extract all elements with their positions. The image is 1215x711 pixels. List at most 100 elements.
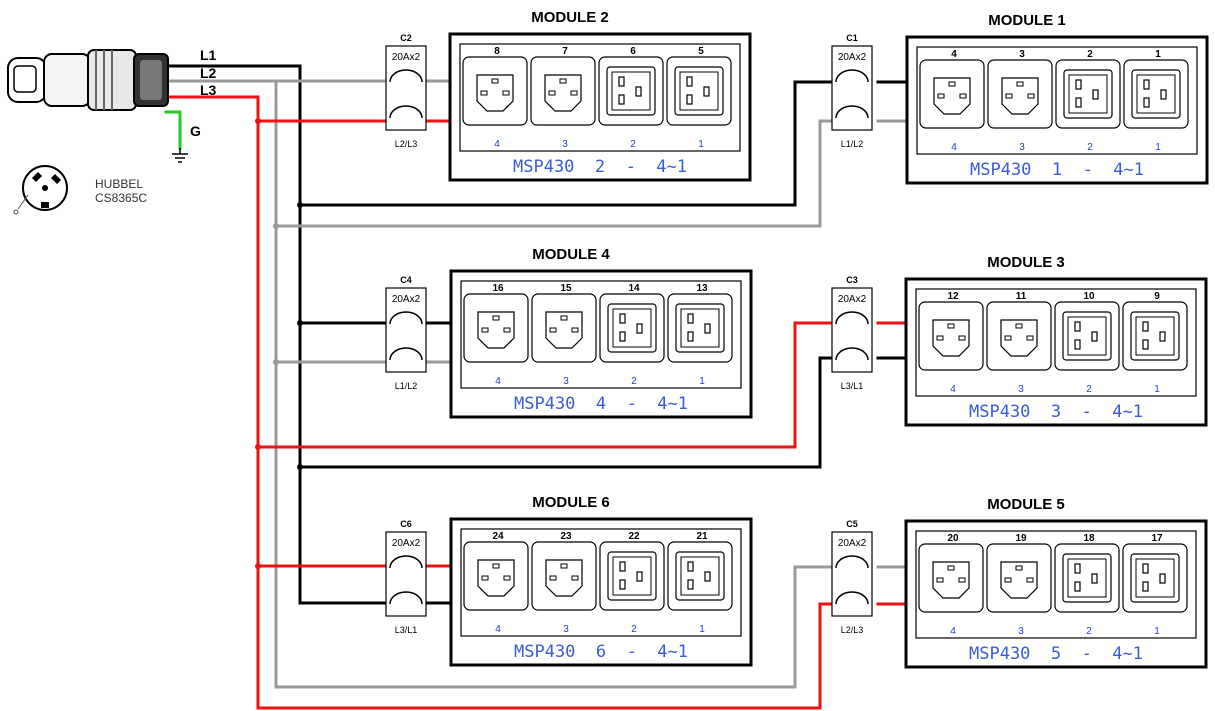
outlet-position: 2 xyxy=(1086,626,1092,637)
outlet-position: 4 xyxy=(494,139,500,150)
outlet-position: 2 xyxy=(1087,142,1093,153)
module-enclosure xyxy=(449,269,753,419)
msp-label: MSP430 1 - 4~1 xyxy=(970,160,1144,180)
breaker-name: C5 xyxy=(846,519,858,529)
module-title: MODULE 3 xyxy=(987,254,1065,271)
outlet-number: 3 xyxy=(1019,49,1025,60)
outlet-2: 22 xyxy=(1055,49,1121,153)
outlet-22: 222 xyxy=(599,531,665,635)
breaker-name: C6 xyxy=(400,519,412,529)
module-title: MODULE 4 xyxy=(532,246,610,263)
outlet-position: 4 xyxy=(950,384,956,395)
breaker-name: C4 xyxy=(400,275,412,285)
plug-model-line2: CS8365C xyxy=(95,191,147,205)
msp-label: MSP430 3 - 4~1 xyxy=(969,402,1143,422)
outlet-position: 1 xyxy=(699,624,705,635)
breaker-contact-icon xyxy=(835,311,869,325)
module-enclosure xyxy=(905,35,1209,185)
breaker-phases: L2/L3 xyxy=(841,625,864,635)
outlet-number: 4 xyxy=(951,49,957,60)
module-enclosure xyxy=(449,517,753,667)
breaker-rating: 20Ax2 xyxy=(838,52,867,63)
outlet-number: 6 xyxy=(630,46,636,57)
outlet-position: 3 xyxy=(1019,142,1025,153)
outlet-position: 2 xyxy=(631,376,637,387)
outlet-1: 11 xyxy=(1123,49,1189,153)
breaker-rating: 20Ax2 xyxy=(392,538,421,549)
breaker-contact-icon xyxy=(835,591,869,605)
outlet-13: 13 1 xyxy=(667,283,733,387)
breaker-rating: 20Ax2 xyxy=(838,538,867,549)
outlet-5: 51 xyxy=(666,46,732,150)
breaker-rating: 20Ax2 xyxy=(838,294,867,305)
outlet-12: 12 4 xyxy=(918,291,984,395)
outlet-number: 14 xyxy=(628,283,640,294)
outlet-position: 1 xyxy=(1154,626,1160,637)
outlet-number: 16 xyxy=(492,283,504,294)
l3-bus-wire xyxy=(168,95,834,710)
outlet-17: 17 1 xyxy=(1122,533,1188,637)
msp-label: MSP430 2 - 4~1 xyxy=(513,157,687,177)
junction-dots xyxy=(255,118,303,569)
outlet-number: 1 xyxy=(1155,49,1161,60)
module-enclosure xyxy=(904,519,1208,669)
outlet-number: 15 xyxy=(560,283,572,294)
msp-label: MSP430 6 - 4~1 xyxy=(514,642,688,662)
outlet-number: 17 xyxy=(1151,533,1163,544)
outlet-number: 9 xyxy=(1154,291,1160,302)
outlet-number: 22 xyxy=(628,531,640,542)
module-title: MODULE 5 xyxy=(987,496,1065,513)
outlet-number: 7 xyxy=(562,46,568,57)
plug-model-line1: HUBBEL xyxy=(95,177,143,191)
module-title: MODULE 2 xyxy=(531,9,609,26)
outlet-number: 24 xyxy=(492,531,504,542)
outlet-number: 12 xyxy=(947,291,959,302)
breaker-contact-icon xyxy=(389,591,423,605)
outlet-position: 4 xyxy=(950,626,956,637)
l3-label: L3 xyxy=(200,82,217,98)
outlet-16: 164 xyxy=(463,283,529,387)
breaker-contact-icon xyxy=(389,69,423,83)
breaker-contact-icon xyxy=(389,555,423,569)
outlet-15: 153 xyxy=(531,283,597,387)
breaker-phases: L2/L3 xyxy=(395,139,418,149)
outlet-position: 4 xyxy=(951,142,957,153)
outlet-18: 18 2 xyxy=(1054,533,1120,637)
outlet-24: 244 xyxy=(463,531,529,635)
plug-face-icon xyxy=(13,165,68,215)
outlet-number: 20 xyxy=(947,533,959,544)
module-enclosure xyxy=(448,32,752,182)
outlet-position: 3 xyxy=(1018,626,1024,637)
breaker-contact-icon xyxy=(389,347,423,361)
outlet-number: 19 xyxy=(1015,533,1027,544)
breaker-name: C2 xyxy=(400,33,412,43)
outlet-position: 3 xyxy=(562,139,568,150)
outlet-position: 2 xyxy=(1086,384,1092,395)
outlet-position: 2 xyxy=(631,624,637,635)
outlet-position: 1 xyxy=(699,376,705,387)
outlet-number: 13 xyxy=(696,283,708,294)
outlet-position: 1 xyxy=(1154,384,1160,395)
wiring xyxy=(164,64,908,710)
outlet-10: 10 2 xyxy=(1054,291,1120,395)
outlet-number: 18 xyxy=(1083,533,1095,544)
outlet-8: 84 xyxy=(462,46,528,150)
breaker-contact-icon xyxy=(389,105,423,119)
breaker-contact-icon xyxy=(835,347,869,361)
breaker-phases: L1/L2 xyxy=(395,381,418,391)
outlet-number: 10 xyxy=(1083,291,1095,302)
outlet-position: 3 xyxy=(1018,384,1024,395)
breaker-name: C1 xyxy=(846,33,858,43)
outlet-position: 2 xyxy=(630,139,636,150)
l1-label: L1 xyxy=(200,47,217,63)
